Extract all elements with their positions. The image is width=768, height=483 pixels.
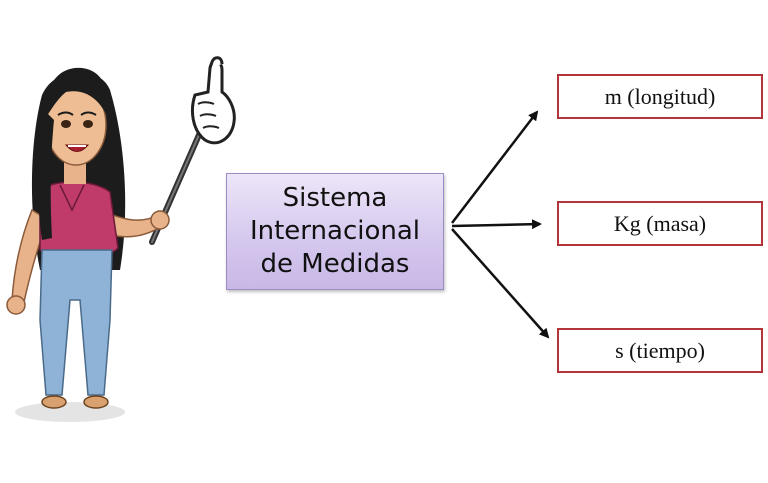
center-line-3: de Medidas: [260, 249, 410, 279]
glove-pointer-icon: [191, 56, 236, 145]
unit-label-tiempo: s (tiempo): [615, 337, 705, 363]
teacher-pointing-icon: [6, 56, 236, 422]
center-line-2: Internacional: [249, 216, 421, 246]
unit-label-longitud: m (longitud): [604, 83, 716, 109]
unit-node-longitud: m (longitud): [557, 74, 763, 119]
arrow-to-m: [451, 110, 539, 224]
center-line-1: Sistema: [282, 183, 388, 213]
unit-node-masa: Kg (masa): [557, 201, 763, 246]
arrow-to-kg: [451, 219, 542, 230]
unit-label-masa: Kg (masa): [613, 210, 707, 236]
center-node-sistema-internacional: Sistema Internacional de Medidas: [226, 173, 444, 290]
arrow-to-s: [451, 228, 550, 339]
unit-node-tiempo: s (tiempo): [557, 328, 763, 373]
